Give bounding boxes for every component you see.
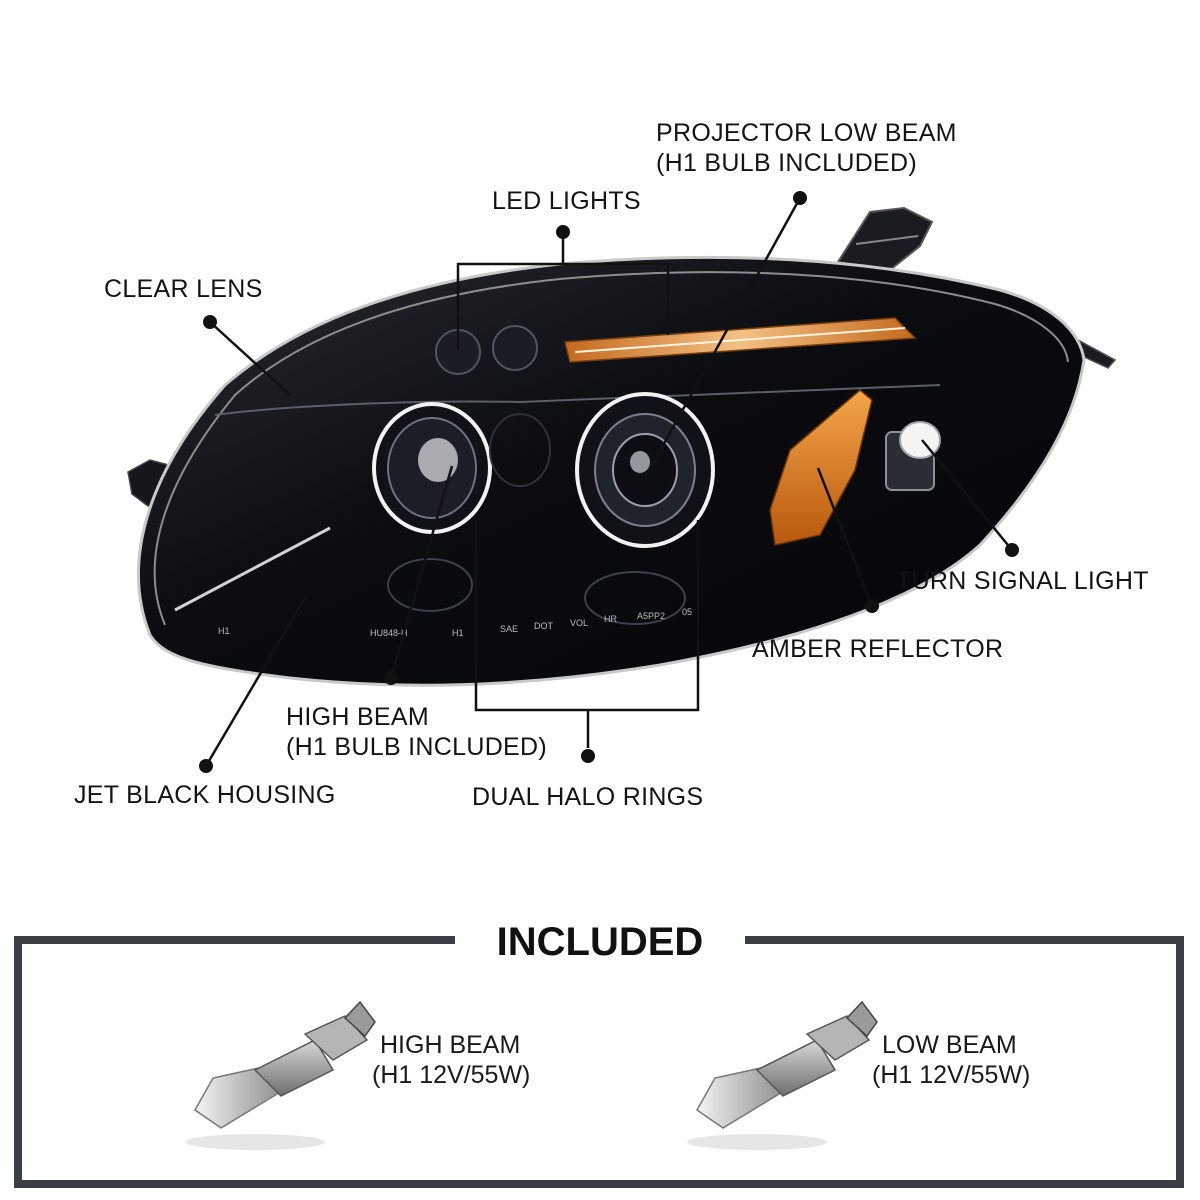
callout-high-beam: HIGH BEAM (H1 BULB INCLUDED)	[286, 702, 547, 762]
callout-projector-low-beam: PROJECTOR LOW BEAM (H1 BULB INCLUDED)	[656, 118, 957, 178]
callout-dot	[793, 191, 807, 205]
leader-projector	[643, 197, 802, 479]
leader-clear-lens	[209, 321, 291, 396]
callout-dot	[556, 225, 570, 239]
callout-led-lights: LED LIGHTS	[492, 187, 641, 215]
callout-amber-reflector: AMBER REFLECTOR	[752, 635, 1004, 663]
housing-markings: H1 HU848-H H1 SAE DOT VOL HR A5PP2 05	[218, 607, 692, 638]
included-item-name: LOW BEAM	[882, 1031, 1017, 1059]
led-pods	[435, 325, 538, 375]
callout-dot	[203, 315, 217, 329]
led-strip	[564, 317, 917, 363]
marking-text: 05	[682, 607, 692, 617]
turn-signal-bulb	[885, 421, 941, 491]
leader-housing	[204, 595, 308, 767]
callout-dot	[581, 749, 595, 763]
clear-lens-rim	[153, 271, 1069, 626]
included-item-spec: (H1 12V/55W)	[372, 1061, 531, 1089]
callout-line: HIGH BEAM	[286, 703, 429, 731]
included-frame	[14, 936, 1184, 1188]
included-title: INCLUDED	[496, 920, 704, 964]
bracket-dual-halo	[474, 520, 700, 748]
callout-jet-black-housing: JET BLACK HOUSING	[74, 781, 336, 809]
included-item-low-beam: LOW BEAM (H1 12V/55W)	[872, 1030, 1030, 1090]
marking-text: H1	[218, 626, 230, 636]
h1-bulb-icon	[185, 1000, 376, 1150]
halo-ring-projector	[575, 392, 715, 548]
included-item-spec: (H1 12V/55W)	[872, 1061, 1031, 1089]
callout-dot	[384, 671, 398, 685]
callout-dot	[865, 599, 879, 613]
callout-dot	[199, 759, 213, 773]
leader-turn-signal	[921, 439, 1013, 551]
callout-turn-signal-light: TURN SIGNAL LIGHT	[896, 567, 1149, 595]
marking-text: VOL	[570, 618, 588, 628]
marking-text: DOT	[534, 621, 554, 631]
amber-reflector	[769, 389, 873, 546]
callout-line: (H1 BULB INCLUDED)	[286, 733, 548, 761]
lens-reflection	[174, 526, 331, 612]
marking-text: H1	[452, 628, 464, 638]
halo-ring-high-beam	[372, 402, 492, 534]
marking-text: SAE	[500, 624, 518, 634]
callout-dual-halo-rings: DUAL HALO RINGS	[472, 783, 704, 811]
lower-reflectors	[387, 413, 686, 625]
callout-line: (H1 BULB INCLUDED)	[656, 149, 918, 177]
callout-clear-lens: CLEAR LENS	[104, 275, 263, 303]
callout-line: PROJECTOR LOW BEAM	[656, 119, 957, 147]
leader-high-beam	[389, 465, 454, 679]
callout-dot	[1005, 543, 1019, 557]
included-item-name: HIGH BEAM	[380, 1031, 521, 1059]
included-item-high-beam: HIGH BEAM (H1 12V/55W)	[372, 1030, 530, 1090]
leader-amber	[816, 467, 874, 607]
h1-bulb-icon	[687, 1000, 878, 1150]
mounting-tab-top	[836, 206, 934, 272]
marking-text: A5PP2	[637, 611, 665, 621]
inner-bezel	[214, 384, 941, 416]
marking-text: HR	[604, 614, 617, 624]
marking-text: HU848-H	[370, 628, 408, 638]
